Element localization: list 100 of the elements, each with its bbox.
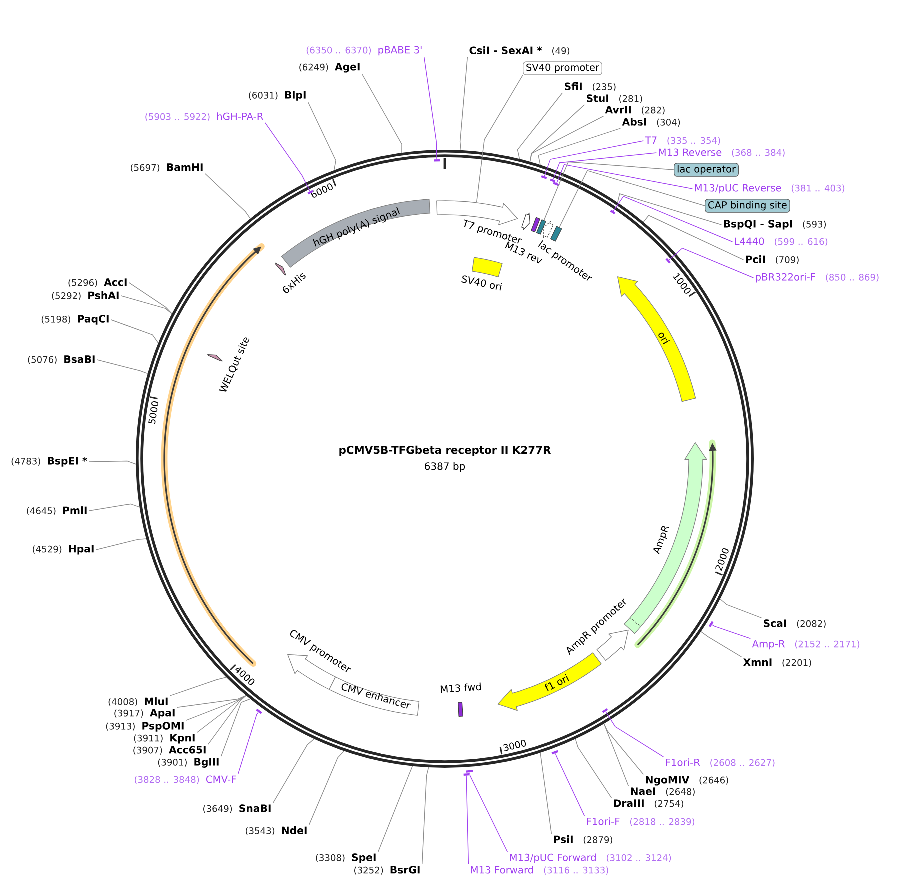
primer-mark	[550, 178, 556, 183]
site-label: DraIII (2754)	[614, 800, 684, 808]
site-label: (3649) SnaBI	[204, 804, 271, 814]
site-label: (4645) PmlI	[27, 506, 87, 516]
site-label: (6249) AgeI	[300, 63, 360, 73]
primer-label: (5903 .. 5922) hGH-PA-R	[146, 112, 264, 122]
site-label: (3911) KpnI	[134, 734, 195, 744]
leader-line	[110, 320, 159, 344]
feature-box	[536, 220, 546, 235]
site-label: (4529) HpaI	[33, 545, 94, 555]
leader-line	[530, 104, 586, 162]
leader-line	[643, 215, 744, 260]
site-label: (4783) BspEI *	[12, 457, 88, 467]
leader-line	[204, 174, 251, 220]
tick-label: 5000	[148, 402, 159, 424]
site-label: (3308) SpeI	[316, 854, 376, 864]
leader-line	[196, 695, 247, 734]
leader-line	[460, 56, 468, 151]
leader-line	[308, 750, 345, 826]
primer-label: F1ori-F (2818 .. 2839)	[587, 818, 695, 826]
primer-mark	[464, 774, 470, 776]
leader-line	[272, 738, 315, 804]
leader-line	[575, 738, 612, 798]
leader-line	[604, 724, 644, 775]
node-label: SV40 ori	[462, 276, 502, 291]
site-label: XmnI (2201)	[743, 658, 812, 668]
primer-mark	[610, 210, 616, 215]
site-label: (3907) Acc65I	[134, 746, 206, 755]
primer-mark	[666, 258, 672, 264]
leader-line	[556, 164, 694, 190]
site-label: PciI (709)	[746, 256, 799, 264]
primer-label: M13 Forward (3116 .. 3133)	[471, 866, 608, 875]
primer-label: M13 Reverse (368 .. 384)	[659, 148, 785, 158]
leader-line	[424, 56, 438, 160]
node-label: M13 fwd	[440, 682, 482, 694]
leader-line	[544, 140, 644, 177]
leader-line	[553, 152, 658, 180]
primer-label: T7 (335 .. 354)	[645, 136, 720, 146]
leader-line	[466, 775, 470, 865]
primer-label: (6350 .. 6370) pBABE 3'	[306, 46, 422, 56]
primer-mark	[256, 708, 262, 714]
site-label: NaeI (2648)	[631, 788, 695, 796]
site-label: (4008) MluI	[108, 698, 168, 706]
leader-line	[606, 712, 664, 758]
primer-label: (3828 .. 3848) CMV-F	[135, 776, 236, 784]
leader-line	[88, 460, 136, 465]
leader-line	[120, 296, 173, 314]
leader-line	[538, 128, 622, 166]
site-label: (6031) BlpI	[249, 91, 306, 101]
leader-line	[540, 752, 552, 834]
site-label: (3252) BsrGI	[354, 866, 420, 875]
site-label: PsiI (2879)	[554, 836, 612, 844]
site-label: ScaI (2082)	[764, 620, 826, 628]
tick-label: 3000	[504, 740, 526, 752]
site-label: (3913) PspOMI	[106, 722, 184, 732]
leader-line	[559, 170, 706, 228]
primer-label: pBR322ori-F (850 .. 869)	[756, 273, 879, 283]
leader-line	[700, 631, 742, 658]
primer-mark	[708, 621, 714, 628]
site-label: CsiI - SexAI * (49)	[470, 46, 570, 56]
leader-line	[170, 677, 227, 696]
primer-label: L4440 (599 .. 616)	[735, 238, 828, 246]
leader-line	[128, 282, 173, 314]
site-label: (3917) ApaI	[114, 709, 175, 719]
leader-line	[176, 695, 247, 708]
leader-line	[96, 538, 147, 550]
primer-mark	[552, 750, 559, 755]
site-label: NgoMIV (2646)	[646, 776, 728, 786]
tick-label: 2000	[716, 548, 729, 572]
orf-line	[161, 243, 265, 668]
primer-label: M13/pUC Reverse (381 .. 403)	[695, 184, 845, 194]
leader-line	[264, 122, 310, 192]
leader-line	[96, 360, 148, 374]
leader-line	[470, 772, 508, 852]
leader-line	[186, 695, 247, 721]
site-label: (5697) BamHI	[131, 164, 203, 172]
leader-line	[544, 162, 674, 220]
site-label: (3543) NdeI	[246, 826, 307, 836]
site-label: (5076) BsaBI	[28, 356, 95, 364]
feature-box: M13 fwd	[440, 682, 482, 717]
site-label: AbsI (304)	[622, 118, 680, 127]
label-box: CAP binding site	[705, 199, 790, 213]
leader-line	[88, 504, 140, 512]
primer-mark	[466, 770, 474, 773]
leader-line	[238, 712, 259, 774]
leader-line	[422, 767, 430, 865]
primer-mark	[553, 182, 560, 186]
leader-line	[617, 194, 722, 226]
leader-line	[517, 92, 564, 160]
leader-line	[604, 724, 630, 786]
leader-line	[712, 624, 752, 640]
primer-mark	[602, 708, 608, 714]
site-label: (5198) PaqCI	[42, 315, 109, 325]
primer-label: M13/pUC Forward (3102 .. 3124)	[510, 854, 672, 864]
site-label: (5292) PshAI	[52, 292, 119, 300]
leader-line	[378, 766, 414, 852]
site-label: (5296) AccI	[68, 278, 127, 288]
feature-box	[550, 226, 562, 242]
site-label: StuI (281)	[587, 94, 642, 104]
primer-mark	[541, 176, 548, 180]
